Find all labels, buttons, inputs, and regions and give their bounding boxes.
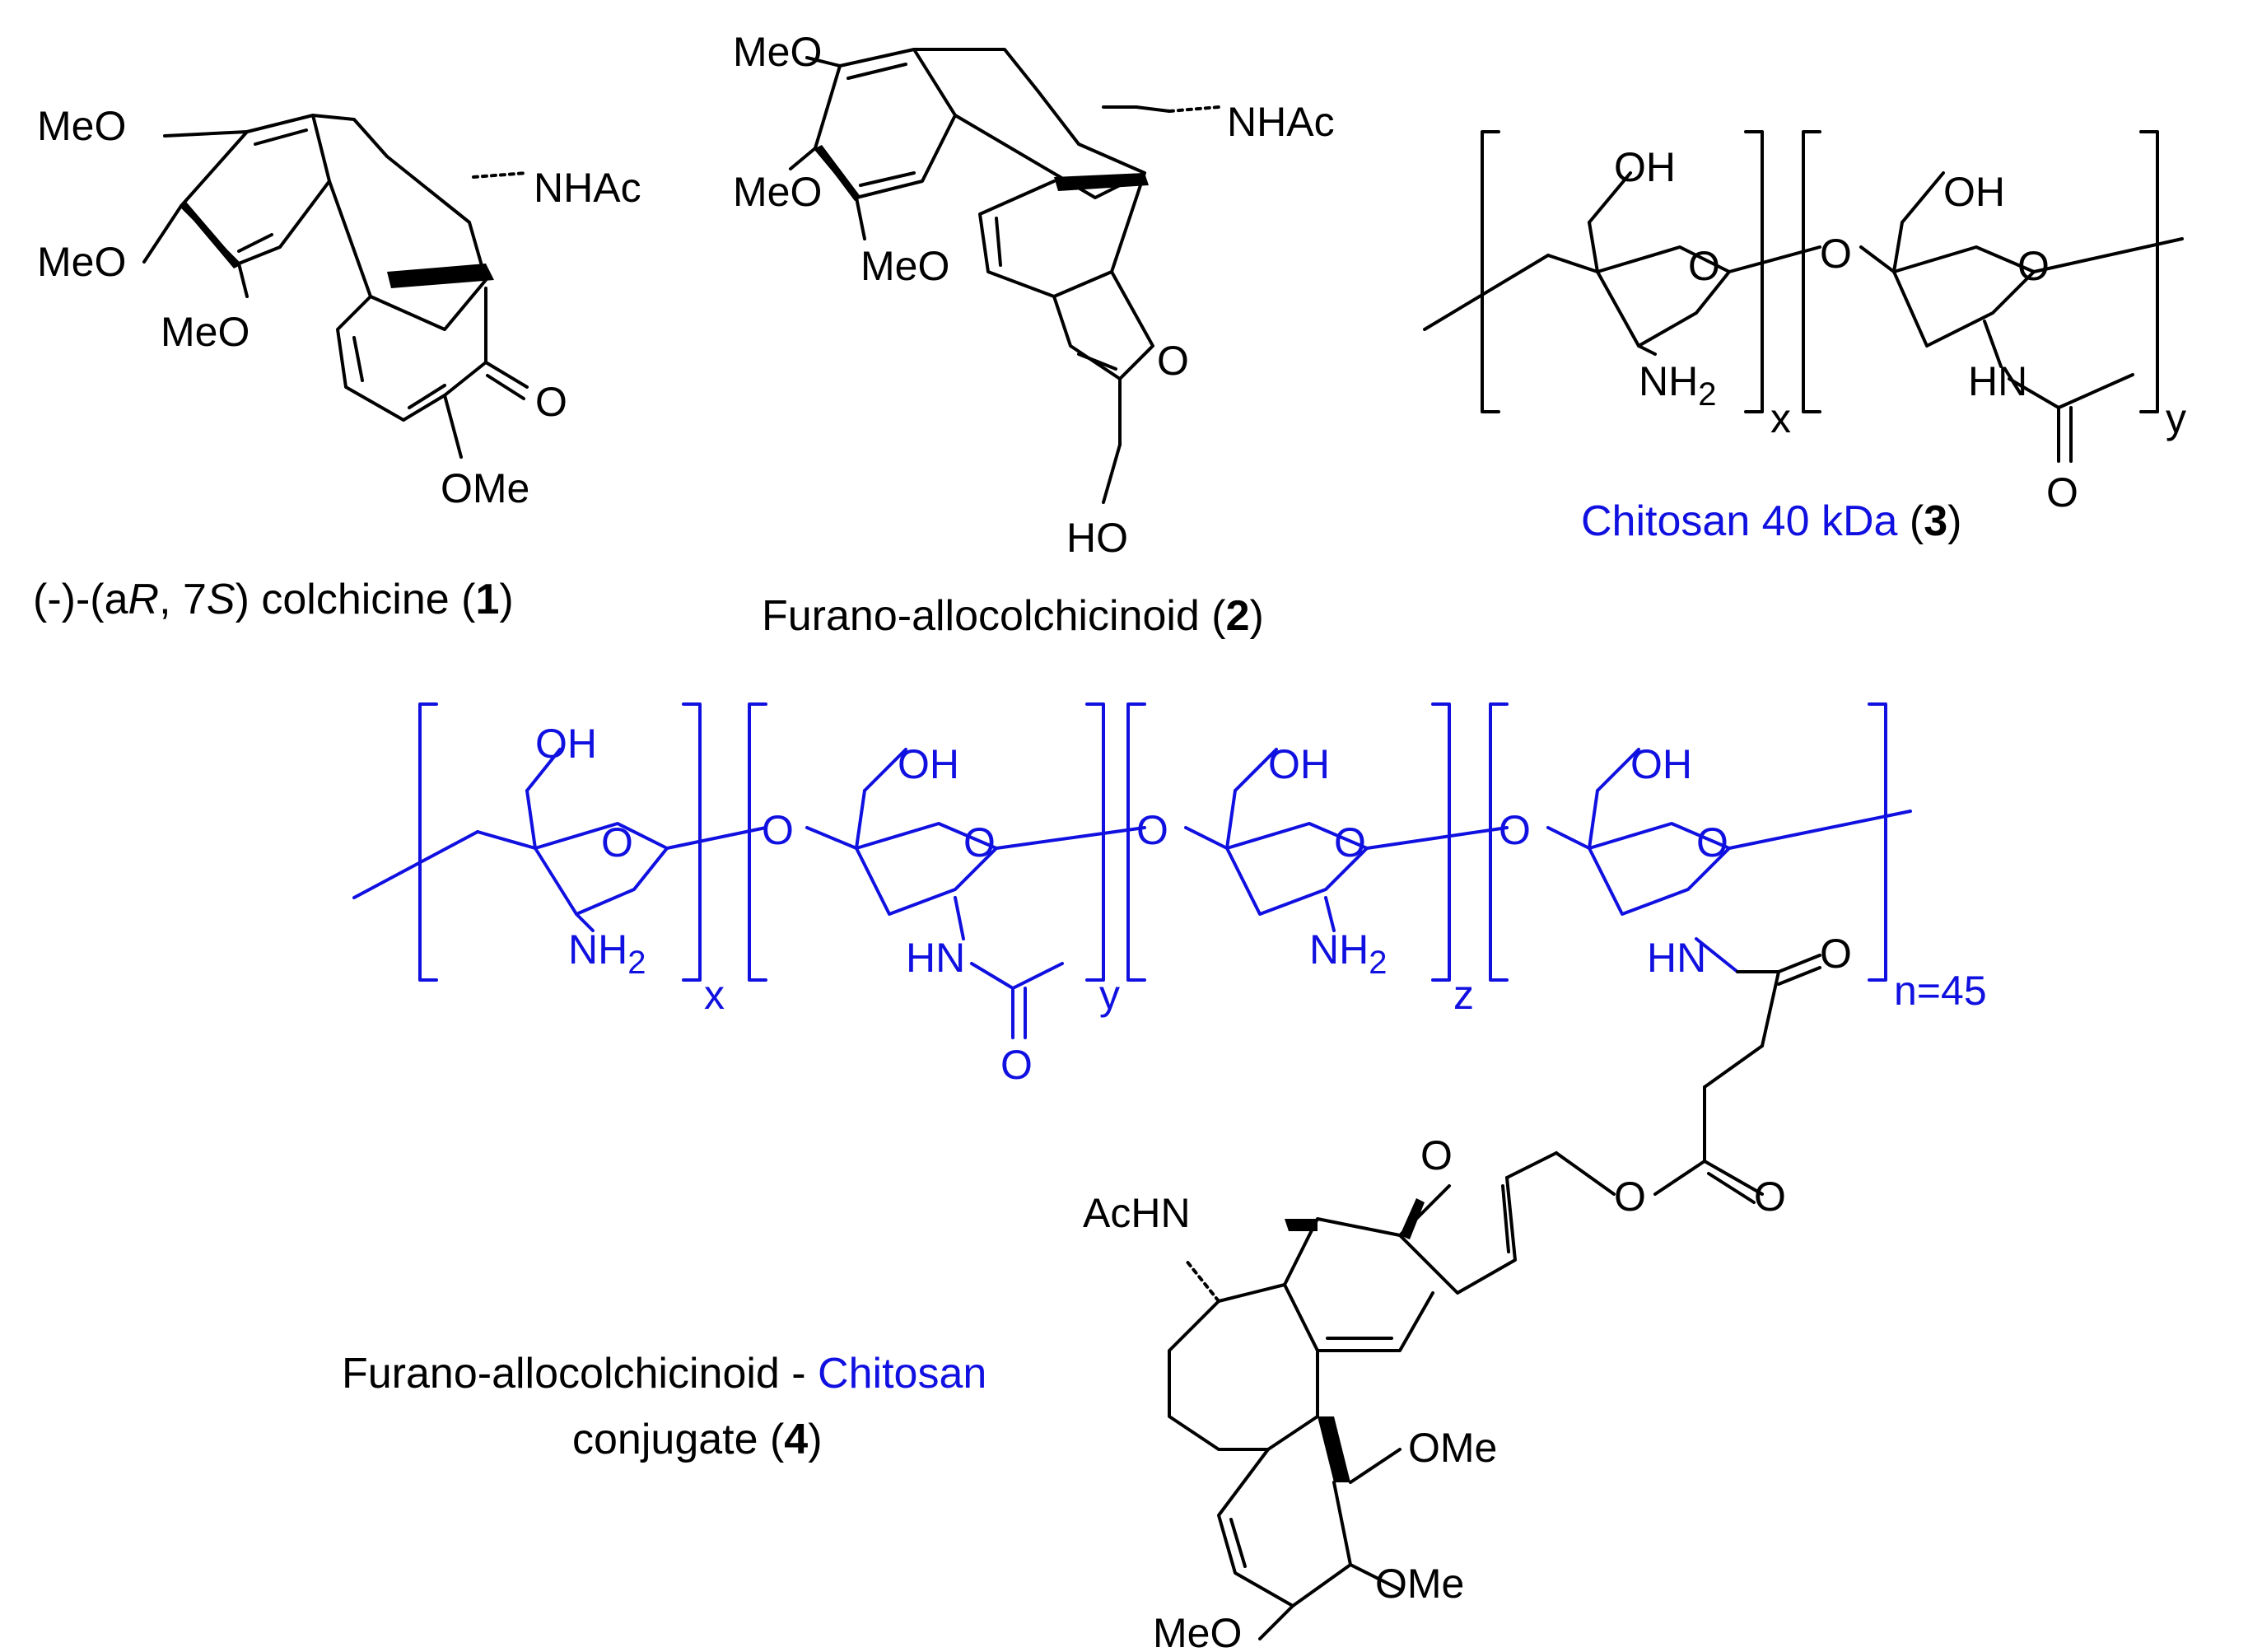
atom-ho-1: HO <box>1066 515 1128 561</box>
atom-oh-6: OH <box>1630 741 1692 787</box>
atom-o-2: O <box>1157 338 1189 384</box>
atom-o-6: O <box>2046 469 2078 516</box>
atom-o-16: O <box>1754 1174 1786 1220</box>
atom-nh2-1: NH2 <box>1639 358 1716 413</box>
atom-o-5: O <box>2017 243 2050 289</box>
atom-oh-2: OH <box>1943 169 2005 215</box>
atom-oh-4: OH <box>898 741 959 787</box>
atom-oh-5: OH <box>1268 741 1330 787</box>
colchicine-structure: MeO MeO MeO NHAc O OMe <box>37 103 641 511</box>
atom-nh2-2: NH2 <box>568 926 646 981</box>
atom-nh2-3: NH2 <box>1309 926 1387 981</box>
caption-compound-2: Furano-allocolchicinoid (2) <box>762 592 1264 640</box>
atom-o-15: O <box>1820 931 1852 977</box>
atom-meo-7: MeO <box>1153 1610 1242 1652</box>
atom-ome-2: OMe <box>1408 1425 1497 1471</box>
atom-meo-6: MeO <box>860 243 949 289</box>
atom-o-4: O <box>1820 231 1852 277</box>
atom-o-10: O <box>1000 1042 1033 1088</box>
atom-nhac-1: NHAc <box>534 165 641 211</box>
atom-o-17: O <box>1614 1174 1646 1220</box>
caption-compound-1: (-)-(aR, 7S) colchicine (1) <box>33 576 514 623</box>
atom-o-7: O <box>601 819 633 866</box>
chitosan-structure: OH O NH2 x O OH O HN O y <box>1423 130 2186 516</box>
atom-o-12: O <box>1334 819 1366 866</box>
atom-hn-2: HN <box>906 935 965 981</box>
caption-compound-4-line2: conjugate (4) <box>572 1416 823 1463</box>
conjugate-chitosan-backbone: OH O NH2 x O OH O HN O y O OH O NH2 z O … <box>352 702 1987 1088</box>
subscript-y-2: y <box>1099 972 1120 1018</box>
atom-o-1: O <box>535 379 567 425</box>
furano-allocolchicinoid-structure: MeO MeO MeO NHAc O HO <box>733 29 1335 561</box>
atom-o-13: O <box>1499 807 1531 853</box>
atom-o-3: O <box>1688 243 1720 289</box>
subscript-x-2: x <box>704 972 725 1018</box>
atom-o-9: O <box>963 819 996 866</box>
atom-nhac-2: NHAc <box>1227 99 1335 145</box>
conjugate-colchicinoid: O O O O AcHN OMe OMe MeO <box>1083 931 1852 1652</box>
subscript-y-1: y <box>2166 395 2186 441</box>
atom-o-18: O <box>1420 1132 1453 1178</box>
caption-compound-4-line1: Furano-allocolchicinoid - Chitosan <box>342 1350 986 1398</box>
atom-o-8: O <box>762 807 794 853</box>
atom-hn-1: HN <box>1968 358 2027 404</box>
atom-oh-1: OH <box>1614 144 1676 190</box>
subscript-x-1: x <box>1770 395 1791 441</box>
atom-hn-3: HN <box>1647 935 1706 981</box>
atom-ome-3: OMe <box>1375 1561 1464 1607</box>
atom-o-14: O <box>1696 819 1728 866</box>
atom-meo-1: MeO <box>37 103 126 149</box>
atom-meo-4: MeO <box>733 29 822 75</box>
repeat-count: n=45 <box>1894 968 1987 1014</box>
caption-compound-3: Chitosan 40 kDa (3) <box>1581 497 1961 545</box>
atom-meo-5: MeO <box>733 169 822 215</box>
atom-ome-1: OMe <box>441 465 529 511</box>
atom-achn: AcHN <box>1083 1190 1191 1236</box>
atom-o-11: O <box>1136 807 1168 853</box>
atom-oh-3: OH <box>535 721 597 767</box>
atom-meo-2: MeO <box>37 239 126 285</box>
subscript-z: z <box>1453 972 1474 1018</box>
atom-meo-3: MeO <box>161 309 250 355</box>
